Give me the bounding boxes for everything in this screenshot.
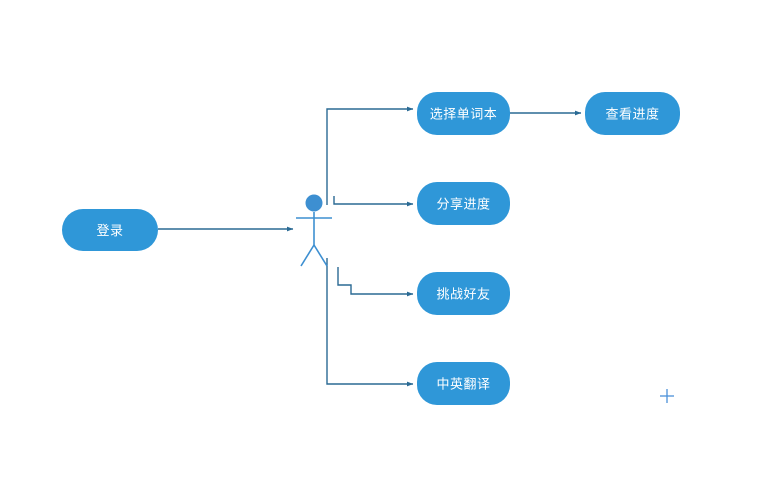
node-select-wordbook-shape bbox=[417, 92, 510, 135]
connector-actor-to-select-wordbook[interactable] bbox=[326, 106, 414, 205]
node-share-progress-label: 分享进度 bbox=[436, 197, 490, 212]
node-view-progress-shape bbox=[585, 92, 680, 135]
node-view-progress-label: 查看进度 bbox=[605, 107, 659, 122]
node-challenge-friends-label: 挑战好友 bbox=[436, 287, 490, 302]
connector-actor-to-challenge-friends[interactable] bbox=[337, 267, 414, 297]
node-login[interactable]: 登录 bbox=[62, 209, 158, 251]
node-login-label: 登录 bbox=[96, 223, 123, 238]
connector-actor-to-translate[interactable] bbox=[326, 258, 414, 387]
node-translate-cn-en-label: 中英翻译 bbox=[436, 377, 490, 392]
actor-leg-left-line bbox=[300, 244, 315, 267]
crosshair-marker-icon bbox=[660, 389, 674, 403]
node-challenge-friends-shape bbox=[417, 272, 510, 315]
actor-head-icon bbox=[305, 194, 323, 212]
node-view-progress[interactable]: 查看进度 bbox=[585, 92, 680, 135]
node-select-wordbook-label: 选择单词本 bbox=[430, 107, 498, 122]
user-actor[interactable] bbox=[296, 194, 332, 267]
node-translate-cn-en[interactable]: 中英翻译 bbox=[417, 362, 510, 405]
node-share-progress[interactable]: 分享进度 bbox=[417, 182, 510, 225]
node-login-shape bbox=[62, 209, 158, 251]
connector-layer bbox=[158, 106, 582, 387]
node-challenge-friends[interactable]: 挑战好友 bbox=[417, 272, 510, 315]
node-select-wordbook[interactable]: 选择单词本 bbox=[417, 92, 510, 135]
actor-leg-right-line bbox=[313, 244, 328, 267]
node-share-progress-shape bbox=[417, 182, 510, 225]
node-translate-cn-en-shape bbox=[417, 362, 510, 405]
connector-actor-to-share-progress[interactable] bbox=[333, 196, 414, 207]
